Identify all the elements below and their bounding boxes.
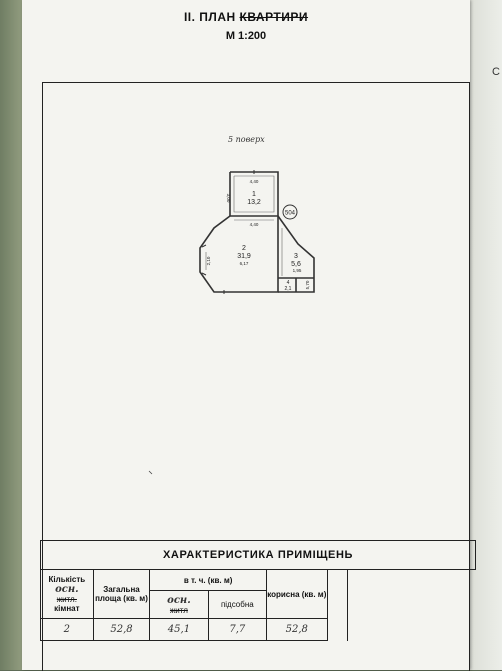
- col-rooms-line2: кімнат: [54, 604, 80, 613]
- dimension-label: 2,10: [206, 256, 211, 265]
- edge-letter: С: [492, 66, 500, 78]
- room-2-area: 31,9: [237, 253, 251, 260]
- table-blank-area: [347, 569, 476, 641]
- room-3-outline: [277, 215, 315, 293]
- characteristics-table: ХАРАКТЕРИСТИКА ПРИМІЩЕНЬ Кількість осн. …: [40, 540, 476, 641]
- dimension-label: 4,40: [250, 179, 259, 184]
- room-1-inner: [233, 175, 275, 213]
- room-4-number: 4: [287, 280, 290, 286]
- room-4-area: 2,1: [285, 286, 292, 292]
- table-blank-col: [326, 569, 349, 641]
- dimension-label: 6,17: [240, 261, 249, 266]
- walls: [199, 171, 315, 293]
- room-2-outline: [199, 215, 279, 293]
- dimension-label: 5,70: [305, 280, 310, 289]
- scale-label: М 1:200: [225, 30, 267, 42]
- window-mark: [201, 272, 207, 276]
- cell-rooms: 2: [40, 618, 94, 641]
- stamp-circle: [282, 204, 298, 220]
- cell-living: 45,1: [149, 618, 209, 641]
- col-rooms-struck: житл.: [56, 595, 77, 604]
- characteristics-table-wrap: ХАРАКТЕРИСТИКА ПРИМІЩЕНЬ Кількість осн. …: [40, 540, 476, 670]
- inner-lines: [205, 175, 283, 276]
- stamp-number: 504: [285, 211, 296, 217]
- window-marks: [201, 170, 255, 294]
- title-struck-word: КВАРТИРИ: [239, 10, 309, 24]
- dimension-label: 3,00: [226, 194, 231, 203]
- page-title: ІІ. ПЛАН КВАРТИРИ: [22, 10, 470, 24]
- room-1-number: 1: [252, 191, 256, 198]
- col-header-rooms: Кількість осн. житл. кімнат: [40, 569, 94, 619]
- pencil-mark: [148, 470, 153, 475]
- col-header-group: в т. ч. (кв. м): [149, 568, 268, 592]
- drawing-frame: [42, 82, 470, 671]
- cell-aux: 7,7: [207, 618, 268, 641]
- room-3-number: 3: [294, 253, 298, 260]
- window-mark: [201, 244, 207, 248]
- col-rooms-hand: осн.: [55, 584, 79, 595]
- cell-useful: 52,8: [266, 618, 328, 641]
- room-3-area: 5,6: [291, 261, 301, 268]
- col-living-hand: осн.: [167, 594, 191, 606]
- table-title: ХАРАКТЕРИСТИКА ПРИМІЩЕНЬ: [40, 540, 476, 570]
- dimension-label: 4,40: [250, 222, 259, 227]
- col-header-total: Загальна площа (кв. м): [92, 569, 151, 619]
- dimension-label: 1,95: [293, 268, 302, 273]
- room-2-number: 2: [242, 245, 246, 252]
- col-header-living: осн. житл: [149, 590, 209, 619]
- col-rooms-line1: Кількість: [48, 575, 86, 584]
- col-living-struck: житл: [169, 605, 188, 615]
- col-header-useful: корисна (кв. м): [266, 569, 328, 619]
- room-1-area: 13,2: [247, 199, 261, 206]
- col-header-aux: підсобна: [207, 590, 268, 619]
- cell-total: 52,8: [92, 618, 151, 641]
- floor-label: 5 поверх: [228, 135, 265, 144]
- title-prefix: ІІ. ПЛАН: [183, 10, 236, 24]
